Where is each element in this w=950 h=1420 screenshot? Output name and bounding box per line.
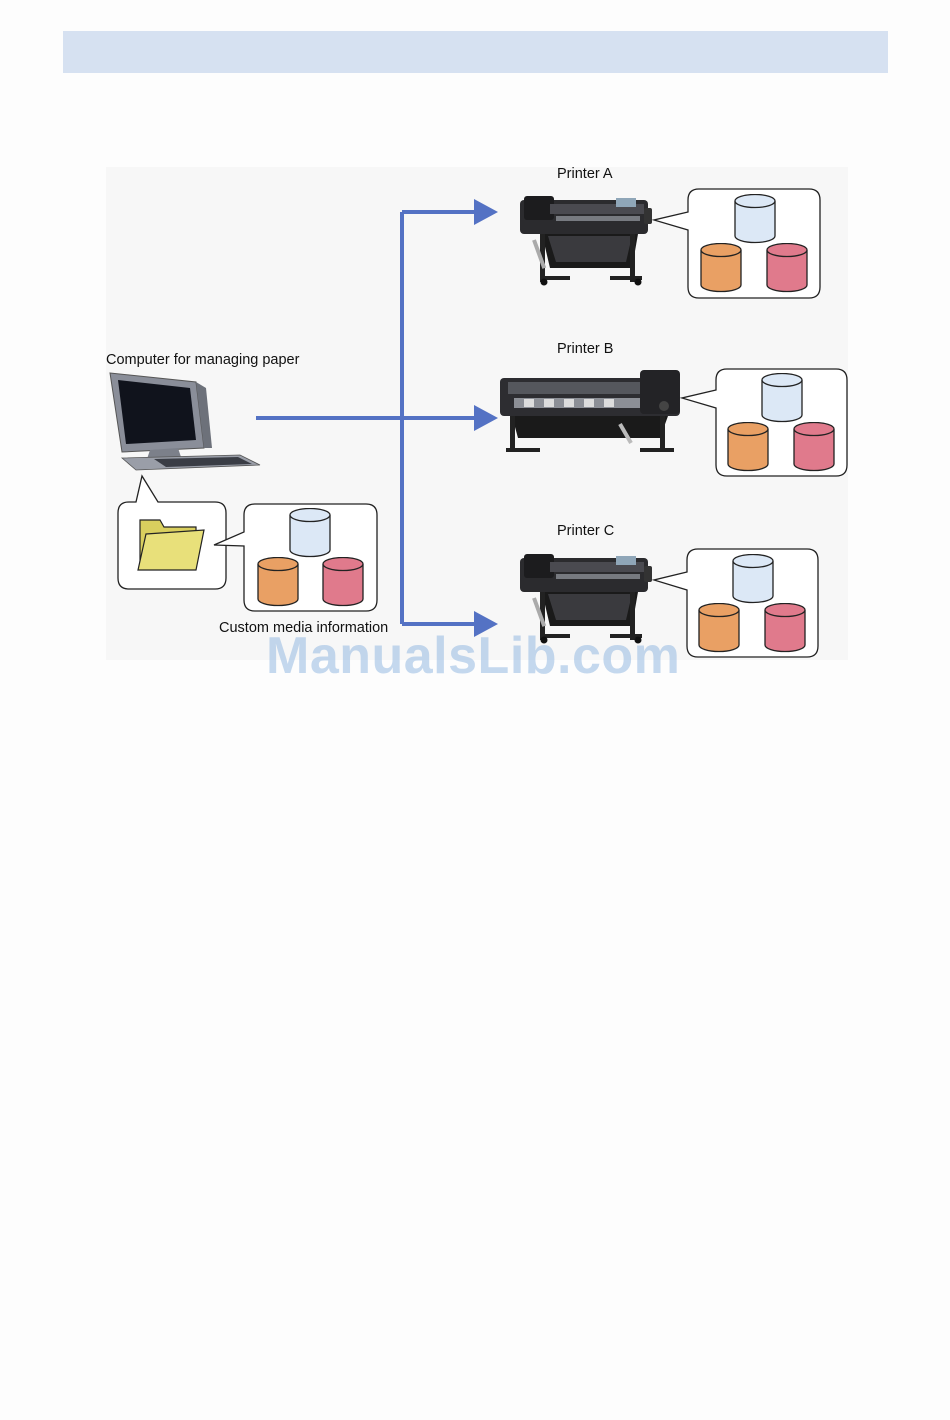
- custom-media-bubble: [214, 504, 377, 611]
- folder-speech-bubble: [118, 476, 226, 589]
- printer-c-label: Printer C: [557, 523, 614, 539]
- computer-label: Computer for managing paper: [106, 352, 299, 368]
- arrowhead-a: [474, 199, 498, 225]
- media-cylinder-pink-icon: [323, 558, 363, 606]
- printer-a-label: Printer A: [557, 166, 613, 182]
- printer-b-icon: [500, 370, 680, 452]
- folder-icon: [138, 520, 204, 570]
- computer-icon: [110, 373, 260, 470]
- printer-b-media-bubble: [682, 369, 847, 476]
- printer-a-media-bubble: [654, 189, 820, 298]
- media-cylinder-orange-icon: [258, 558, 298, 606]
- printer-a-icon: [520, 196, 652, 286]
- printer-b-label: Printer B: [557, 341, 613, 357]
- media-cylinder-blue-icon: [290, 509, 330, 557]
- arrowhead-b: [474, 405, 498, 431]
- watermark: ManualsLib.com: [266, 626, 680, 686]
